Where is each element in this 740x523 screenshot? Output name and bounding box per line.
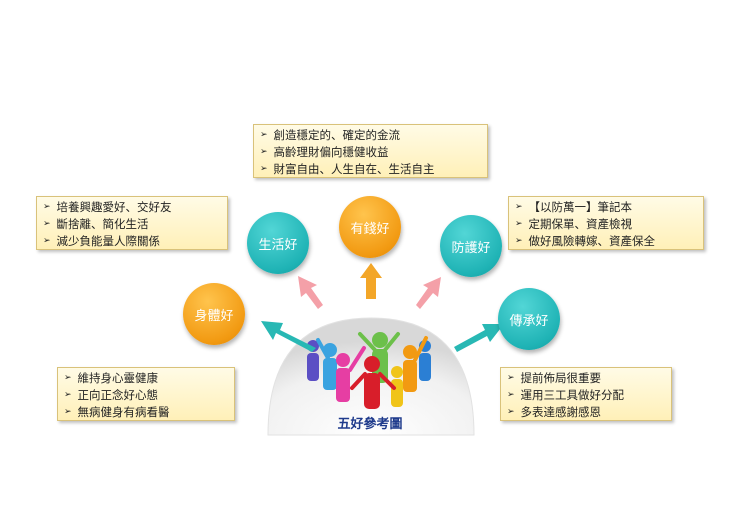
arrow-bullet-icon: ➢	[260, 130, 268, 140]
list-item: ➢維持身心靈健康	[64, 371, 159, 385]
arrow-bullet-icon: ➢	[515, 236, 523, 246]
arrow-bullet-icon: ➢	[64, 390, 72, 400]
list-item: ➢減少負能量人際關係	[43, 234, 161, 248]
arrow-to-money	[360, 263, 382, 299]
body-box: ➢維持身心靈健康 ➢正向正念好心態 ➢無病健身有病看醫	[57, 367, 235, 421]
protect-box: ➢【以防萬一】筆記本 ➢定期保單、資產檢視 ➢做好風險轉嫁、資產保全	[508, 196, 704, 250]
arrow-to-protect	[416, 277, 441, 309]
list-item: ➢無病健身有病看醫	[64, 405, 170, 419]
arrow-bullet-icon: ➢	[507, 407, 515, 417]
money-box: ➢創造穩定的、確定的金流 ➢高齡理財偏向穩健收益 ➢財富自由、人生自在、生活自主	[253, 124, 488, 178]
center-label: 五好參考圖	[337, 417, 403, 432]
life-box: ➢培養興趣愛好、交好友 ➢斷捨離、簡化生活 ➢減少負能量人際關係	[36, 196, 228, 250]
arrow-to-inherit	[454, 324, 504, 352]
arrow-to-life	[298, 276, 323, 309]
arrow-bullet-icon: ➢	[260, 147, 268, 157]
people-illustration	[307, 332, 431, 409]
arrow-bullet-icon: ➢	[507, 390, 515, 400]
list-item: ➢運用三工具做好分配	[507, 388, 625, 402]
list-item: ➢正向正念好心態	[64, 388, 159, 402]
list-item: ➢提前佈局很重要	[507, 371, 602, 385]
list-item: ➢多表達感謝感恩	[507, 405, 602, 419]
inherit-box: ➢提前佈局很重要 ➢運用三工具做好分配 ➢多表達感謝感恩	[500, 367, 672, 421]
arrow-to-body	[261, 321, 316, 352]
list-item: ➢斷捨離、簡化生活	[43, 217, 149, 231]
node-money-circle: 有錢好	[339, 196, 401, 258]
node-life-circle: 生活好	[247, 212, 309, 274]
arrow-bullet-icon: ➢	[515, 202, 523, 212]
arrow-bullet-icon: ➢	[43, 236, 51, 246]
list-item: ➢培養興趣愛好、交好友	[43, 200, 172, 214]
node-body-circle: 身體好	[183, 283, 245, 345]
list-item: ➢【以防萬一】筆記本	[515, 200, 633, 214]
node-protect-circle: 防護好	[440, 215, 502, 277]
arrow-bullet-icon: ➢	[64, 373, 72, 383]
list-item: ➢創造穩定的、確定的金流	[260, 128, 401, 142]
arrow-bullet-icon: ➢	[260, 164, 268, 174]
node-inherit-circle: 傳承好	[498, 288, 560, 350]
arrow-bullet-icon: ➢	[64, 407, 72, 417]
arrow-bullet-icon: ➢	[43, 219, 51, 229]
list-item: ➢高齡理財偏向穩健收益	[260, 145, 389, 159]
arrow-bullet-icon: ➢	[515, 219, 523, 229]
arrow-bullet-icon: ➢	[507, 373, 515, 383]
list-item: ➢定期保單、資產檢視	[515, 217, 633, 231]
list-item: ➢做好風險轉嫁、資產保全	[515, 234, 656, 248]
arrow-bullet-icon: ➢	[43, 202, 51, 212]
list-item: ➢財富自由、人生自在、生活自主	[260, 162, 435, 176]
